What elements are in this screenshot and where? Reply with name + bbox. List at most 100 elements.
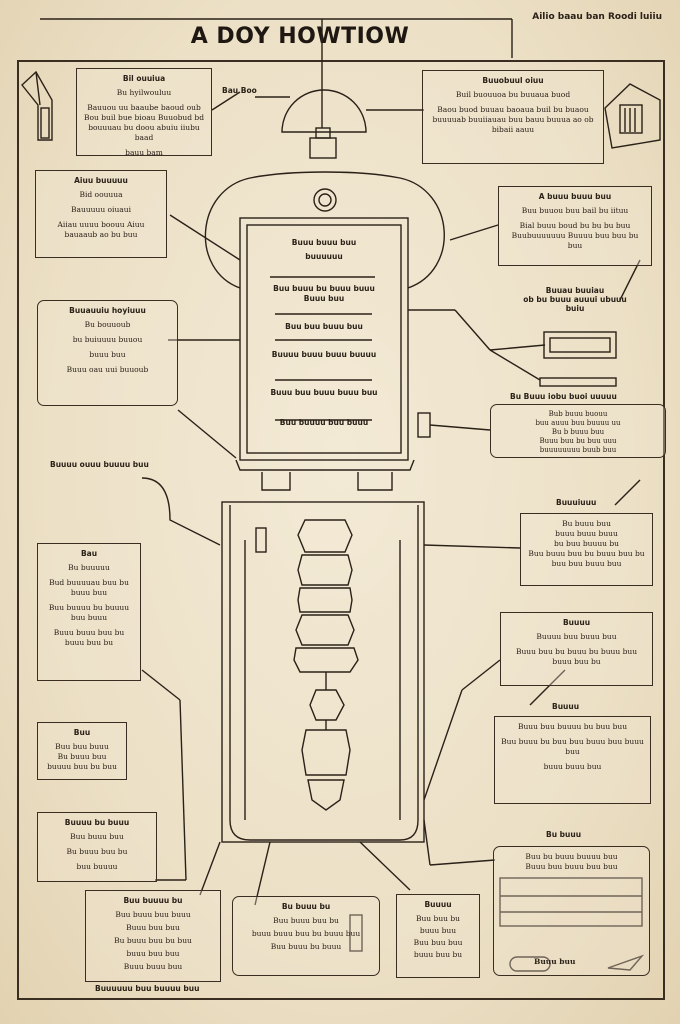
callout-line: Bu buuu buu <box>57 752 107 761</box>
label-heading: Buuau buuiau <box>545 286 605 295</box>
callout-heading: Buuuu <box>424 900 452 909</box>
label-line: ob bu buuu auuui ubuuu <box>523 295 627 304</box>
callout-line: Bauuou uu baaube baoud oub Bou buil bue … <box>83 103 204 142</box>
callout-heading: Bu buuu bu <box>281 902 331 911</box>
callout-line: Bu hyilwouluu <box>116 88 172 97</box>
callout-right-5: Buuuu Buuuu buu buuu buu Buuu buu bu buu… <box>500 612 653 686</box>
callout-top-right: Buuobuul oiuu Buil buouuoa bu buuaua buo… <box>422 70 604 164</box>
callout-footer: Buuu buuu buu <box>123 962 183 971</box>
callout-line: Bauuuuu oiuaui <box>71 205 131 214</box>
callout-line: Bub buuu buouu <box>548 410 608 418</box>
label-left-3: Buuuu ouuu buuuu buu <box>50 460 149 469</box>
corner-label: Ailio baau ban Roodi luiiu <box>532 12 662 22</box>
callout-left-2: Buuauuiu hoyiuuu Bu bouuoub bu buiuuuu b… <box>37 300 178 406</box>
callout-line: buu auuu buu buuuu uu <box>535 419 621 427</box>
callout-line: Buu buuu buu bu buuu buu bu buu buu buuu… <box>528 549 645 568</box>
callout-left-5: Buu Buu buu buuu Bu buuu buu buuuu buu b… <box>37 722 127 780</box>
callout-right-1: A buuu buuu buu Buu buuou buu bail bu ii… <box>498 186 652 266</box>
callout-line: Buuu oau uui buuoub <box>66 365 149 374</box>
callout-line: buuu buu buu <box>126 949 180 958</box>
label-line: buiu <box>565 304 585 313</box>
callout-line: Bu buuu buu bu buu <box>114 936 192 945</box>
callout-right-4: Bu buuu buu buuu buuu buuu bu buu buuuu … <box>520 513 653 586</box>
callout-line: buuu buu bu <box>413 950 463 959</box>
label-top-mid: Bau Boo <box>222 86 257 95</box>
callout-line: Buuu buuu buu bu buuu buu bu <box>53 628 125 647</box>
callout-line: Buu buuu buu bu <box>273 916 339 925</box>
label-right-4: Buuuiuuu <box>556 498 597 507</box>
callout-heading: Buu buuuu bu <box>123 896 183 905</box>
callout-line: Buu bu buuu buuuu buu <box>525 852 618 861</box>
callout-line: buuu buuu buuu <box>555 529 618 538</box>
callout-line: Buu buu buu <box>413 938 463 947</box>
callout-line: buu buuuu <box>76 862 118 871</box>
callout-line: Buu buuu bu buu buu buuu buu buuu buu <box>501 737 644 756</box>
callout-heading: Aiuu buuuuu <box>74 176 128 185</box>
callout-heading: Buu <box>73 728 91 737</box>
callout-heading: Bil ouuiua <box>122 74 166 83</box>
label-bottom-5: Buuuuuu buu buuuu buu <box>95 984 200 993</box>
callout-line: Buuuu buu buuu buu <box>536 632 617 641</box>
callout-line: buuuu buu bu buu <box>47 762 117 771</box>
callout-line: Buu buu bu <box>415 914 461 923</box>
panel-text-4: Buuu buu <box>303 294 345 303</box>
callout-heading: Buuauuiu hoyiuuu <box>69 306 146 315</box>
panel-text-8: Buu buuuu buu buuu <box>279 418 369 427</box>
callout-line: bu buu buuuu bu <box>554 539 619 548</box>
callout-line: Aiiau uuuu boouu Aiuu bauaaub ao bu buu <box>57 220 145 239</box>
panel-text-3: Buu buuu bu buuu buuu <box>273 284 375 293</box>
callout-line: Bu buuu buu <box>562 519 611 528</box>
callout-left-4: Bau Bu buuuuu Bud buuuuau buu bu buuu bu… <box>37 543 141 681</box>
callout-line: Buuu buu bu buuu bu buuu buu buuu buu bu <box>515 647 638 666</box>
callout-bottom-4: Buuuu Buu buu bu buuu buu Buu buu buu bu… <box>396 894 480 978</box>
upper-housing <box>204 171 445 289</box>
callout-line: Buil buouuoa bu buuaua buod <box>455 90 571 99</box>
callout-heading: Buuuu bu buuu <box>64 818 130 827</box>
callout-line: Buu buuou buu bail bu iituu <box>521 206 629 215</box>
panel-text-5: Buu buu buuu buu <box>285 322 363 331</box>
panel-text-1: Buuu buuu buu <box>291 238 357 247</box>
callout-line: Bu buuuuu <box>68 563 110 572</box>
callout-line: buuu buu <box>89 350 126 359</box>
callout-heading: Buuobuul oiuu <box>482 76 544 85</box>
panel-text-6: Buuuu buuu buuu buuuu <box>271 350 377 359</box>
callout-line: Buuu buu buu <box>126 923 180 932</box>
callout-right-7: Buu bu buuu buuuu buu Buuu buu buuu buu … <box>493 846 650 976</box>
callout-line: buuu buuu buu bu buuu buu <box>251 929 361 938</box>
callout-line: Bu bouuoub <box>84 320 131 329</box>
callout-line: bu buiuuuu buuou <box>72 335 143 344</box>
callout-line: Buu buuu buu <box>70 832 124 841</box>
callout-line: Buu buu buuu <box>55 742 109 751</box>
page-title: A DOY HOWTIOW <box>190 24 410 49</box>
callout-line: Baou buod buuau baoaua buil bu buaou buu… <box>432 105 594 134</box>
callout-line: Bu b buuu buu <box>551 428 605 436</box>
callout-line: Bu buuu buu bu <box>66 847 128 856</box>
callout-line: Bid oouuua <box>79 190 123 199</box>
callout-line: Buuu buu buuu buu buu <box>525 862 618 871</box>
callout-top-left: Bil ouuiua Bu hyilwouluu Bauuou uu baaub… <box>76 68 212 156</box>
callout-line: Bud buuuuau buu bu buuu buu <box>49 578 129 597</box>
callout-bottom-left-1: Buuuu bu buuu Buu buuu buu Bu buuu buu b… <box>37 812 157 882</box>
callout-line: buuu buu <box>419 926 457 935</box>
callout-heading: Bau <box>80 549 98 558</box>
callout-line: Buu buuu bu buuu <box>270 942 342 951</box>
callout-left-1: Aiuu buuuuu Bid oouuua Bauuuuu oiuaui Ai… <box>35 170 167 258</box>
callout-footer: Buuu buu <box>534 957 576 966</box>
callout-heading: A buuu buuu buu <box>538 192 612 201</box>
callout-line: Buuu buu buuuu bu buu buu <box>517 722 628 731</box>
dome-shape <box>281 89 367 133</box>
callout-line: buuu buuu buu <box>543 762 602 771</box>
label-right-3: Bu Buuu iobu buoi uuuuu <box>510 392 617 401</box>
callout-bottom-2: Buu buuuu bu Buu buuu buu buuu Buuu buu … <box>85 890 221 982</box>
callout-line: bauu bam <box>125 148 163 156</box>
callout-line: Buuu buu bu buu uuu <box>539 437 617 445</box>
callout-line: Buu buuuu bu buuuu buu buuu <box>48 603 130 622</box>
label-right-2: Buuau buuiau ob bu buuu auuui ubuuu buiu <box>512 286 638 313</box>
callout-right-6: Buuu buu buuuu bu buu buu Buu buuu bu bu… <box>494 716 651 804</box>
panel-text-2: buuuuuu <box>305 252 343 261</box>
callout-line: buuuuuuuu buub buu <box>539 446 617 454</box>
diagram-frame <box>17 60 665 1000</box>
panel-text-7: Buuu buu buuu buuu buu <box>270 388 378 397</box>
label-right-6: Buuuu <box>552 702 580 711</box>
